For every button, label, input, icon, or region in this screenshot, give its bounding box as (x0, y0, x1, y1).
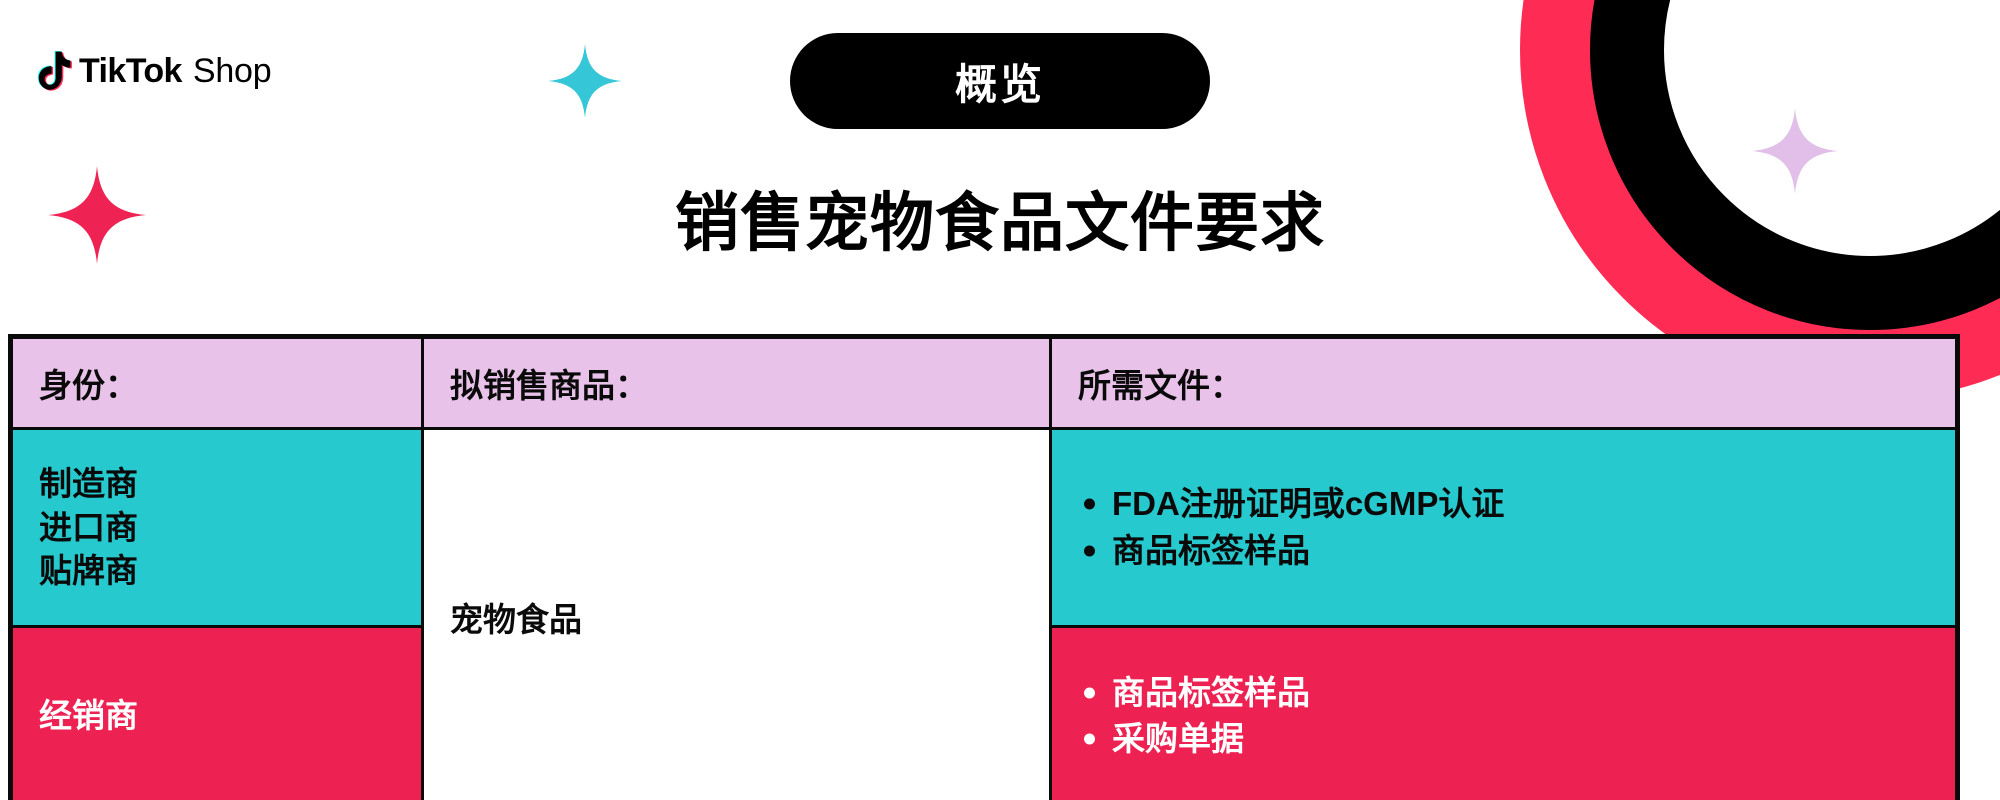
cell-party-manufacturer-group: 制造商 进口商 贴牌商 (9, 427, 424, 628)
document-item: FDA注册证明或cGMP认证 (1078, 482, 1929, 526)
logo-wordmark-shop: Shop (192, 52, 272, 90)
party-line: 进口商 (39, 508, 138, 546)
sparkle-lavender-icon (1752, 108, 1838, 194)
cell-party-distributor: 经销商 (9, 625, 424, 800)
table-row: 经销商 商品标签样品 采购单据 (9, 625, 1959, 800)
tiktok-shop-logo: TikTok Shop (30, 48, 272, 94)
party-line: 制造商 (39, 464, 138, 502)
tiktok-music-note-icon (30, 49, 72, 93)
overview-badge-label: 概览 (954, 60, 1045, 108)
table-header-row: 身份： 拟销售商品： 所需文件： (9, 335, 1959, 430)
page-title: 销售宠物食品文件要求 (675, 187, 1325, 259)
document-item: 商品标签样品 (1078, 529, 1929, 573)
document-item: 商品标签样品 (1078, 671, 1929, 715)
sparkle-teal-icon (548, 44, 622, 118)
table-row: 制造商 进口商 贴牌商 宠物食品 FDA注册证明或cGMP认证 商品标签样品 (9, 427, 1959, 800)
cell-documents-manufacturer-group: FDA注册证明或cGMP认证 商品标签样品 (1049, 427, 1959, 628)
requirements-table: 身份： 拟销售商品： 所需文件： 制造商 进口商 贴牌商 (8, 334, 1960, 800)
cell-product-category: 宠物食品 (421, 427, 1052, 800)
corner-arc-black (1590, 0, 2000, 330)
table-header-identity: 身份： (9, 335, 424, 430)
cell-documents-distributor: 商品标签样品 采购单据 (1049, 625, 1959, 800)
overview-badge: 概览 (790, 33, 1210, 129)
party-line: 贴牌商 (39, 552, 138, 590)
logo-wordmark-tiktok: TikTok (79, 52, 182, 90)
table-header-products: 拟销售商品： (421, 335, 1052, 430)
table-header-documents: 所需文件： (1049, 335, 1959, 430)
document-item: 采购单据 (1078, 717, 1929, 761)
party-line: 经销商 (39, 697, 138, 735)
